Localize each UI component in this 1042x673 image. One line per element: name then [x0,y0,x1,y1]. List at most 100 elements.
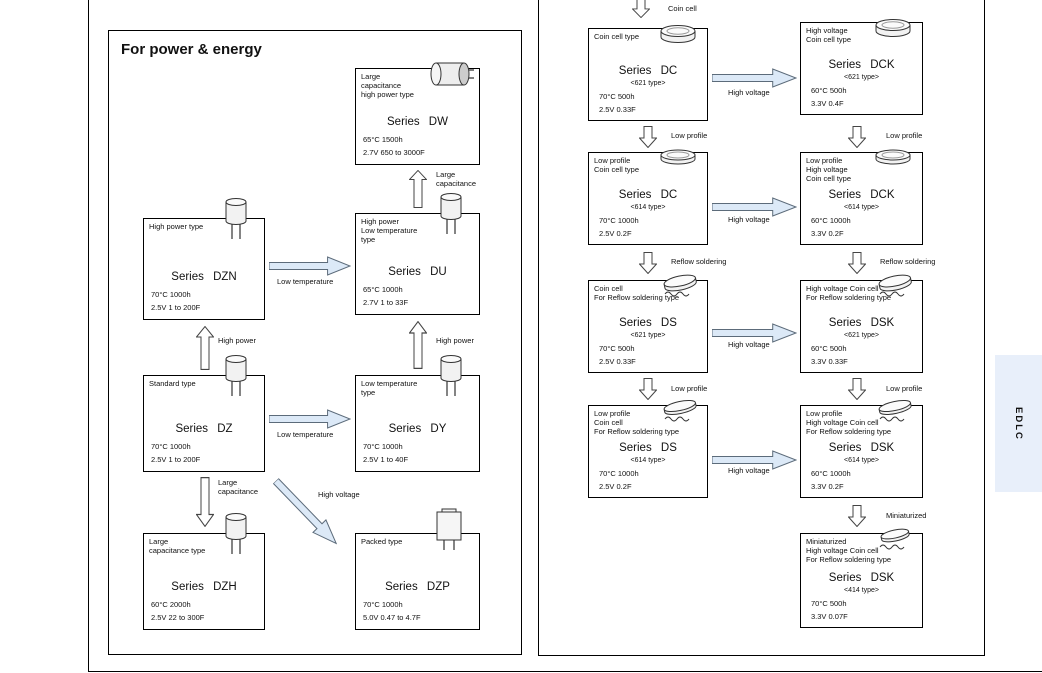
spec-range: 3.3V 0.33F [811,357,848,366]
series-name: Series DC [618,65,678,77]
type-label: High voltage Coin cell For Reflow solder… [806,284,892,303]
series-dsk-621-box: High voltage Coin cell For Reflow solder… [800,274,923,373]
variant-label: <621 type> [843,74,880,81]
series-name: Series DS [619,317,677,329]
arrow-label: High voltage [318,490,360,499]
arrow-low-profile-a [639,126,657,148]
arrow-label: Low profile [671,384,708,393]
arrow-label: High voltage [728,340,770,349]
series-name: Series DZH [171,581,237,593]
arrow-label: Low profile [886,384,923,393]
coin-cell-icon [872,16,914,40]
series-dzp-box: Packed type Series DZP 70°C 1000h 5.0V 0… [355,508,480,630]
type-label: Large capacitance high power type [361,72,414,100]
packed-capacitor-icon [431,508,467,552]
spec-range: 2.5V 22 to 300F [151,613,205,622]
series-name: Series DSK [828,572,895,584]
arrow-label: Large capacitance [218,478,259,497]
series-dck-621-box: High voltage Coin cell type Series DCK <… [800,19,923,115]
reflow-coin-cell-icon [872,397,918,423]
series-name: Series DC [618,189,678,201]
spec-range: 2.5V 0.2F [599,229,632,238]
arrow-label: High power [218,336,256,345]
series-dz-box: Standard type Series DZ 70°C 1000h 2.5V … [143,355,265,472]
arrow-dz-to-dzn [196,326,214,370]
spec-temp: 70°C 1000h [151,442,191,451]
type-label: Low profile Coin cell type [594,156,640,175]
spec-range: 5.0V 0.47 to 4.7F [363,613,421,622]
series-dsk-614-box: Low profile High voltage Coin cell For R… [800,400,923,498]
series-name: Series DCK [828,189,895,201]
arrow-ds621-to-dsk621 [712,323,797,343]
type-label: Low profile High voltage Coin cell For R… [806,409,892,437]
type-label: Low profile Coin cell For Reflow solderi… [594,409,680,437]
series-dsk-414-box: Miniaturized High voltage Coin cell For … [800,528,923,628]
spec-temp: 60°C 500h [811,86,847,95]
variant-label: <614 type> [843,204,880,211]
type-label: Low profile High voltage Coin cell type [806,156,852,184]
series-name: Series DS [619,442,677,454]
series-name: Series DY [388,423,447,435]
spec-temp: 70°C 1000h [363,600,403,609]
series-ds-621-box: Coin cell For Reflow soldering type Seri… [588,274,708,373]
arrow-label: High voltage [728,215,770,224]
series-name: Series DSK [828,317,895,329]
capacitor-icon [436,352,466,398]
series-name: Series DZP [385,581,450,593]
panel-title: For power & energy [121,41,262,58]
capacitor-icon [221,352,251,398]
arrow-label: Low profile [671,131,708,140]
type-label: Low temperature type [361,379,418,398]
spec-temp: 70°C 1000h [599,216,639,225]
spec-temp: 60°C 1000h [811,216,851,225]
type-label: High voltage Coin cell type [806,26,852,45]
spec-range: 2.5V 1 to 200F [151,455,201,464]
arrow-dy-to-du [409,321,427,369]
arrow-label: High voltage [728,88,770,97]
series-name: Series DSK [828,442,895,454]
variant-label: <621 type> [843,332,880,339]
spec-range: 2.7V 1 to 33F [363,298,409,307]
series-name: Series DW [387,116,448,128]
coin-cell-icon [657,146,699,170]
series-name: Series DCK [828,59,895,71]
capacitor-icon [221,510,251,556]
spec-temp: 70°C 500h [599,344,635,353]
arrow-label: Miniaturized [886,511,927,520]
arrow-du-to-dw [409,170,427,208]
spec-temp: 65°C 1000h [363,285,403,294]
series-dw-box: Large capacitance high power type Series… [355,62,480,165]
spec-temp: 70°C 500h [811,599,847,608]
arrow-dz-to-dy [269,409,351,429]
arrow-reflow-b [848,252,866,274]
arrow-miniaturized [848,505,866,527]
spec-temp: 70°C 500h [599,92,635,101]
type-label: Standard type [149,379,196,388]
arrow-low-profile-b [848,126,866,148]
reflow-coin-cell-icon [657,397,703,423]
reflow-coin-cell-icon [657,272,703,298]
series-dzh-box: Large capacitance type Series DZH 60°C 2… [143,513,265,630]
series-name: Series DZ [175,423,233,435]
reflow-coin-cell-icon [872,272,918,298]
series-dzn-box: High power type Series DZN 70°C 1000h 2.… [143,198,265,320]
spec-temp: 70°C 1000h [363,442,403,451]
variant-label: <621 type> [630,80,666,87]
series-dy-box: Low temperature type Series DY 70°C 1000… [355,355,480,472]
edlc-side-tab: EDLC [995,355,1042,492]
series-name: Series DZN [171,271,237,283]
variant-label: <414 type> [843,587,880,594]
arrow-dc614-to-dck614 [712,197,797,217]
arrow-ds614-to-dsk614 [712,450,797,470]
arrow-label: Low temperature [277,430,334,439]
arrow-label: Reflow soldering [880,257,936,266]
variant-label: <614 type> [630,457,666,464]
spec-range: 3.3V 0.4F [811,99,844,108]
type-label: Large capacitance type [149,537,206,556]
series-dc-621-box: Coin cell type Series DC <621 type> 70°C… [588,25,708,121]
spec-range: 2.5V 1 to 40F [363,455,409,464]
entry-label: Coin cell [668,4,697,13]
arrow-coin-cell-entry [632,0,650,18]
horizontal-capacitor-icon [427,57,475,91]
capacitor-icon [221,195,251,241]
